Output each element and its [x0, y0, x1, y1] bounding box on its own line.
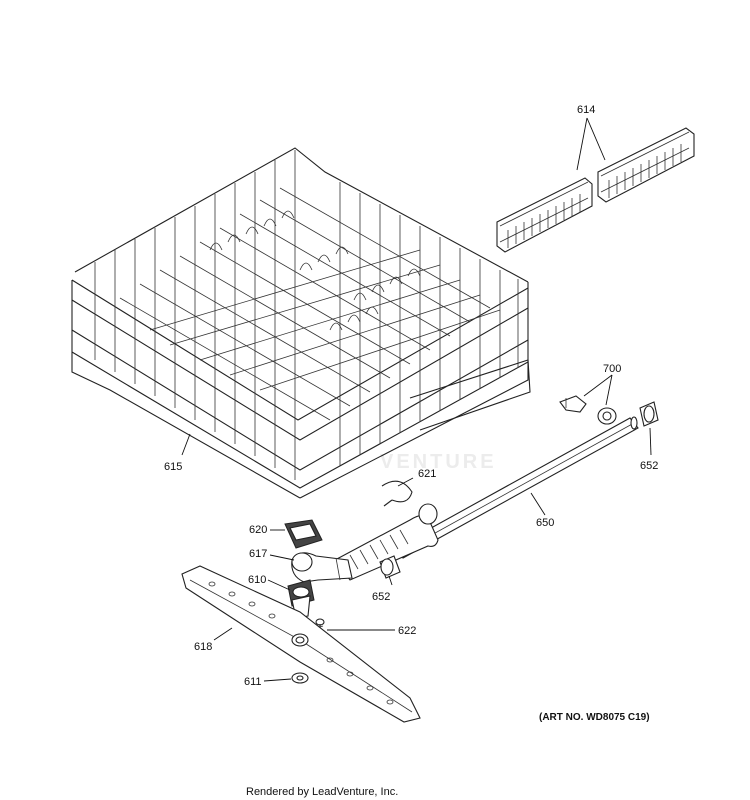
callout-617[interactable]: 617 — [249, 548, 267, 560]
callout-650[interactable]: 650 — [536, 517, 554, 529]
part-611-washer[interactable] — [291, 672, 309, 684]
part-652-end-cap-upper[interactable] — [639, 401, 659, 427]
part-618-spray-arm[interactable] — [181, 565, 421, 723]
part-620-clip[interactable] — [284, 519, 323, 549]
leader-614-b — [586, 117, 606, 161]
leader-652-lower — [388, 575, 393, 586]
part-700-bushing[interactable] — [597, 407, 617, 425]
part-700-clip[interactable] — [559, 395, 587, 413]
callout-652-upper[interactable]: 652 — [640, 460, 658, 472]
callout-700[interactable]: 700 — [603, 363, 621, 375]
callout-621[interactable]: 621 — [418, 468, 436, 480]
footer-credit: Rendered by LeadVenture, Inc. — [246, 786, 398, 798]
callout-620[interactable]: 620 — [249, 524, 267, 536]
part-feed-hose[interactable] — [334, 503, 439, 581]
part-614-tine-row-left[interactable] — [496, 177, 593, 253]
callout-615[interactable]: 615 — [164, 461, 182, 473]
leader-650 — [530, 492, 546, 516]
leader-700-a — [583, 374, 613, 397]
part-621-clamp[interactable] — [381, 480, 413, 507]
leader-700-b — [605, 374, 613, 406]
leader-652-upper — [649, 427, 652, 456]
part-617-manifold[interactable] — [291, 552, 353, 583]
leader-610 — [267, 579, 291, 591]
callout-618[interactable]: 618 — [194, 641, 212, 653]
callout-611[interactable]: 611 — [244, 676, 262, 688]
callout-622[interactable]: 622 — [398, 625, 416, 637]
leader-621 — [397, 477, 414, 487]
callout-614[interactable]: 614 — [577, 104, 595, 116]
leader-611 — [263, 678, 292, 682]
callout-610[interactable]: 610 — [248, 574, 266, 586]
leader-617 — [269, 554, 295, 561]
part-615-upper-rack[interactable] — [71, 147, 531, 499]
part-610-hub[interactable] — [287, 579, 315, 619]
art-number: (ART NO. WD8075 C19) — [539, 712, 650, 723]
leader-615 — [181, 433, 191, 456]
leader-618 — [213, 627, 233, 641]
watermark-text: VENTURE — [380, 451, 497, 473]
part-614-tine-row-right[interactable] — [597, 127, 695, 203]
leader-614-a — [576, 117, 588, 171]
part-652-end-cap-lower[interactable] — [379, 555, 401, 579]
callout-652-lower[interactable]: 652 — [372, 591, 390, 603]
